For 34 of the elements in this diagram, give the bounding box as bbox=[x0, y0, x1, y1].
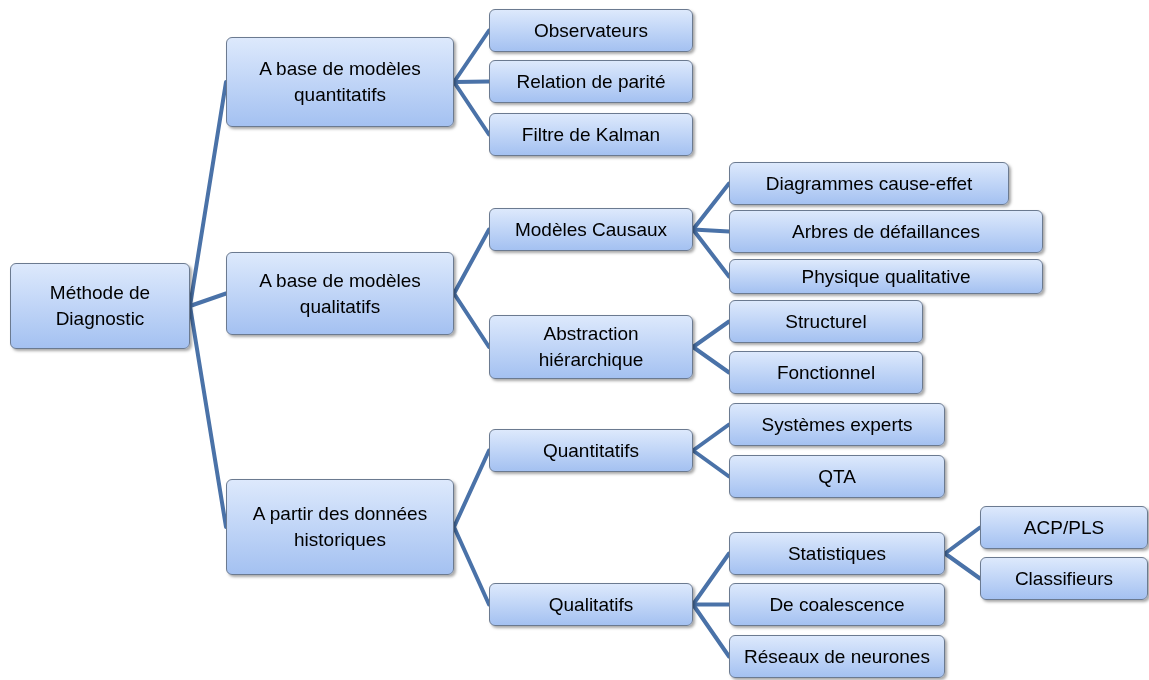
connector-line bbox=[452, 227, 491, 296]
category-box: Relation de parité bbox=[489, 60, 693, 103]
category-box: Statistiques bbox=[729, 532, 945, 575]
category-box: Qualitatifs bbox=[489, 583, 693, 626]
category-box: Réseaux de neurones bbox=[729, 635, 945, 678]
category-box: QTA bbox=[729, 455, 945, 498]
category-box: Physique qualitative bbox=[729, 259, 1043, 294]
category-box: Filtre de Kalman bbox=[489, 113, 693, 156]
category-box: A base de modèles qualitatifs bbox=[226, 252, 454, 335]
connector-line bbox=[943, 525, 982, 556]
category-box: Quantitatifs bbox=[489, 429, 693, 472]
category-box: De coalescence bbox=[729, 583, 945, 626]
category-box: Diagrammes cause-effet bbox=[729, 162, 1009, 205]
connector-line bbox=[691, 448, 731, 479]
connector-line bbox=[188, 304, 228, 529]
connector-line bbox=[691, 319, 731, 349]
connector-line bbox=[452, 291, 491, 349]
connector-line bbox=[691, 345, 731, 375]
category-box: Arbres de défaillances bbox=[729, 210, 1043, 253]
connector-line bbox=[943, 551, 982, 581]
category-box: ACP/PLS bbox=[980, 506, 1148, 549]
connector-line bbox=[452, 448, 491, 529]
category-box: A partir des données historiques bbox=[226, 479, 454, 575]
category-box: Structurel bbox=[729, 300, 923, 343]
category-box: Classifieurs bbox=[980, 557, 1148, 600]
category-box: Observateurs bbox=[489, 9, 693, 52]
category-box: Abstraction hiérarchique bbox=[489, 315, 693, 379]
category-box: Systèmes experts bbox=[729, 403, 945, 446]
category-box: A base de modèles quantitatifs bbox=[226, 37, 454, 127]
connector-line bbox=[452, 525, 491, 607]
connector-line bbox=[691, 422, 731, 453]
category-box: Méthode de Diagnostic bbox=[10, 263, 190, 349]
category-box: Modèles Causaux bbox=[489, 208, 693, 251]
category-box: Fonctionnel bbox=[729, 351, 923, 394]
